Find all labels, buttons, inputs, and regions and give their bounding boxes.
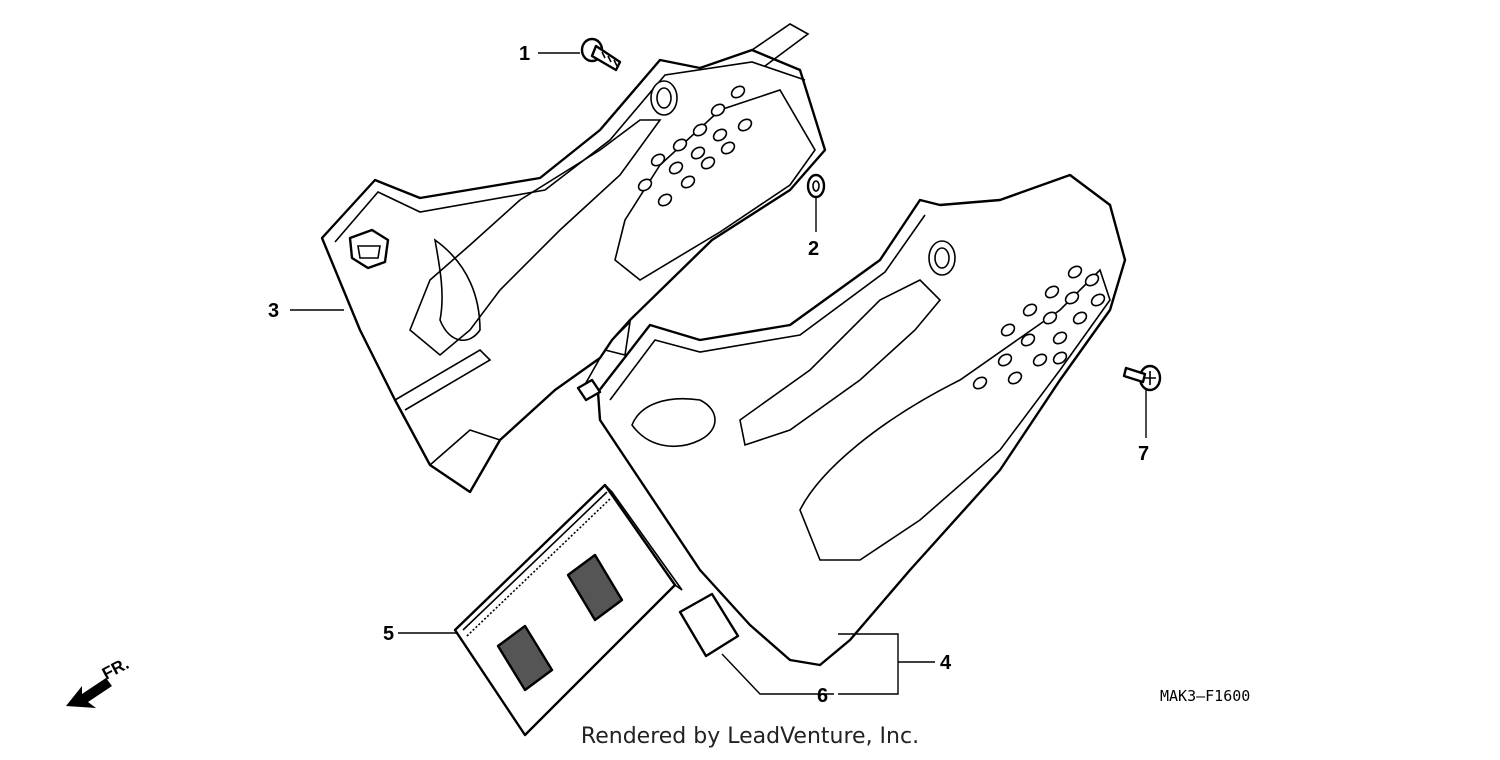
part-6-tape[interactable] bbox=[678, 592, 740, 658]
credit-text: Rendered by LeadVenture, Inc. bbox=[580, 724, 920, 749]
callout-7: 7 bbox=[1138, 443, 1149, 465]
callout-6: 6 bbox=[817, 685, 828, 707]
front-arrow-icon: FR. bbox=[66, 654, 132, 708]
part-7-screw[interactable] bbox=[1122, 364, 1162, 392]
part-3-left-side-cover[interactable] bbox=[320, 23, 827, 494]
callout-3: 3 bbox=[268, 300, 279, 322]
callout-2: 2 bbox=[808, 238, 819, 260]
pin bbox=[576, 378, 602, 402]
callout-1: 1 bbox=[519, 43, 530, 65]
front-direction-label: FR. bbox=[99, 654, 132, 684]
leader-lines bbox=[290, 52, 1147, 695]
part-5-pad[interactable] bbox=[453, 483, 683, 737]
diagram-code: MAK3—F1600 bbox=[1160, 687, 1250, 705]
part-1-bolt[interactable] bbox=[580, 37, 622, 72]
callout-4: 4 bbox=[940, 652, 952, 674]
callout-5: 5 bbox=[383, 623, 394, 645]
part-2-grommet[interactable] bbox=[806, 173, 826, 199]
part-4-right-side-cover[interactable] bbox=[581, 173, 1127, 667]
